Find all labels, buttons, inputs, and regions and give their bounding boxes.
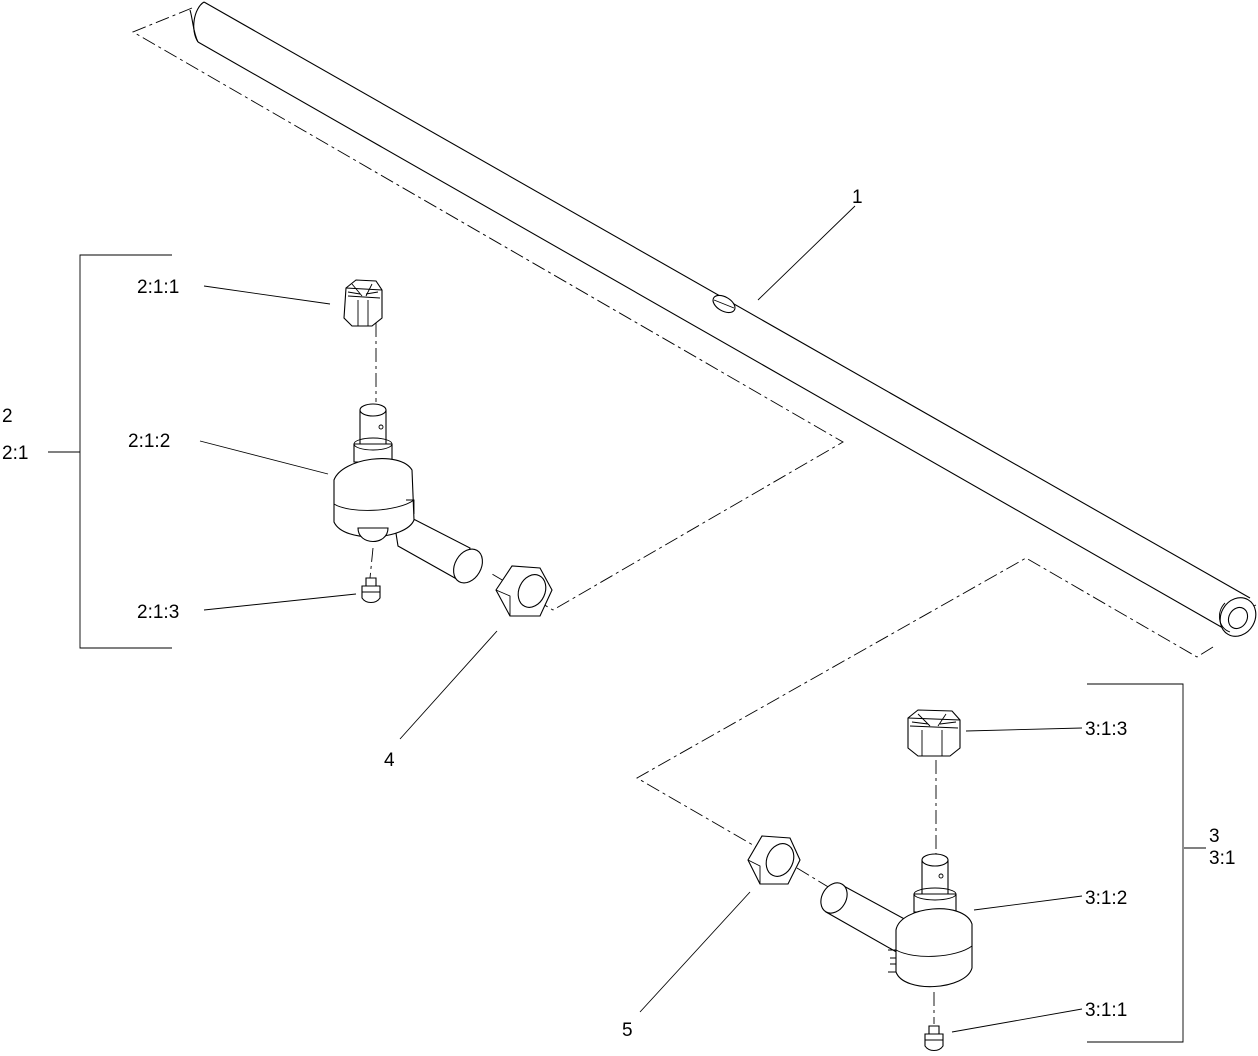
grease-fitting-icon [924, 1025, 944, 1052]
center-lines [131, 7, 1258, 1024]
castle-nut-icon [907, 709, 961, 757]
assembly-bracket-2 [79, 254, 172, 649]
callout-1: 1 [852, 187, 863, 208]
tie-rod-end-icon [333, 403, 483, 584]
callout-3: 3 [1209, 826, 1220, 847]
callout-labels: 1 2 2:1 2:1:1 2:1:2 2:1:3 4 3:1:3 3 3:1 … [2, 187, 1235, 1041]
castle-nut-icon [343, 279, 383, 327]
callout-2: 2 [2, 406, 13, 427]
callout-2-1: 2:1 [2, 443, 28, 464]
leader-lines [48, 205, 1206, 1033]
callout-5: 5 [622, 1020, 633, 1041]
assembly-bracket-3 [1087, 683, 1184, 1043]
jam-nut-icon [495, 565, 553, 617]
tie-rod-end-icon [820, 853, 973, 988]
callout-4: 4 [384, 750, 395, 771]
callout-3-1: 3:1 [1209, 848, 1235, 869]
callout-3-1-3: 3:1:3 [1085, 719, 1127, 740]
grease-fitting-icon [361, 577, 381, 604]
callout-3-1-1: 3:1:1 [1085, 1000, 1127, 1021]
callout-2-1-2: 2:1:2 [128, 431, 170, 452]
callout-2-1-1: 2:1:1 [137, 277, 179, 298]
callout-3-1-2: 3:1:2 [1085, 888, 1127, 909]
callout-2-1-3: 2:1:3 [137, 602, 179, 623]
jam-nut-icon [747, 835, 801, 885]
tie-rod-tube [189, 1, 1257, 637]
